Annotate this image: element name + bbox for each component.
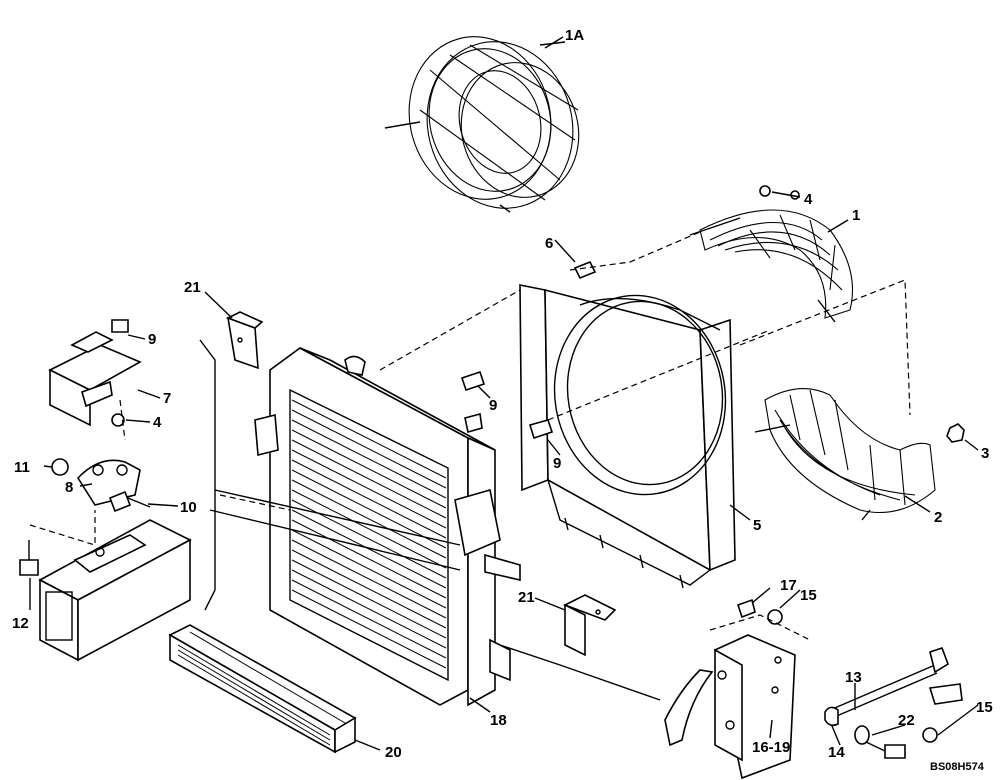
fasteners	[19, 185, 965, 759]
callout-9-left: 9	[148, 331, 156, 348]
fan-guard-lower-2	[754, 388, 936, 521]
drawing-code: BS08H574	[930, 761, 985, 773]
callout-5: 5	[753, 517, 761, 534]
callout-21-lower: 21	[518, 589, 535, 606]
callout-3: 3	[981, 445, 989, 462]
callout-20: 20	[385, 744, 402, 761]
callout-15-right: 15	[976, 699, 993, 716]
callout-9-mid: 9	[489, 397, 497, 414]
callout-22: 22	[898, 712, 915, 729]
callout-4-top: 4	[804, 191, 813, 208]
clamp-8	[76, 459, 141, 506]
callout-10: 10	[180, 499, 197, 516]
mount-plate-16-19	[664, 634, 796, 780]
fan-guard-upper-1	[689, 209, 853, 323]
callout-1a: 1A	[565, 27, 584, 44]
callout-15-top: 15	[800, 587, 817, 604]
fan-guard-ring-1a	[384, 36, 580, 213]
callout-13: 13	[845, 669, 862, 686]
callout-2: 2	[934, 509, 942, 526]
callout-7: 7	[163, 390, 171, 407]
screen-20	[168, 624, 357, 754]
callout-14: 14	[828, 744, 845, 761]
callouts: 1A 1 2 3 4 4 5 6 7 8 9 9 9 10 11 12 13 1…	[12, 27, 993, 773]
callout-18: 18	[490, 712, 507, 729]
callout-16-19: 16-19	[752, 739, 790, 756]
bracket-21-lower	[563, 594, 617, 657]
stay-rod-13	[824, 646, 963, 727]
bracket-21-upper	[225, 311, 264, 370]
callout-17: 17	[780, 577, 797, 594]
callout-8: 8	[65, 479, 73, 496]
mount-bracket-7	[48, 331, 142, 427]
callout-11: 11	[14, 459, 30, 476]
callout-9-right: 9	[553, 455, 561, 472]
lift-bracket-12	[38, 519, 192, 662]
callout-6: 6	[545, 235, 553, 252]
fan-shroud-5	[519, 284, 736, 589]
radiator-18	[254, 347, 521, 707]
assembly-lines	[29, 231, 911, 701]
leader-lines	[29, 36, 979, 751]
callout-21-upper: 21	[184, 279, 201, 296]
callout-1: 1	[852, 207, 860, 224]
callout-4-left: 4	[153, 414, 162, 431]
callout-12: 12	[12, 615, 29, 632]
